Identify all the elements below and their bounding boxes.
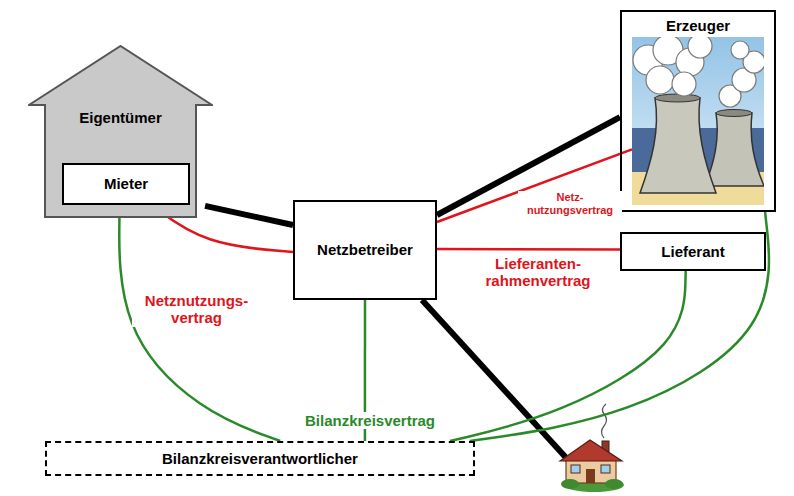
- grid-operator-box: Netzbetreiber: [293, 200, 437, 300]
- cooling-tower: [705, 113, 764, 186]
- node-text: Bilanzkreisverantwortlicher: [162, 450, 358, 468]
- house-shape: [29, 46, 212, 217]
- node-text: Lieferant: [661, 243, 724, 261]
- node-text: Erzeuger: [666, 17, 730, 35]
- node-text: Netzbetreiber: [317, 241, 413, 259]
- balance-line: [470, 212, 769, 441]
- house-roof: [560, 440, 622, 461]
- producer-ground: [620, 10, 776, 212]
- supplier-box: Lieferant: [620, 232, 766, 271]
- tower-top: [716, 110, 752, 117]
- contract-label: Lieferanten- rahmenvertrag: [470, 255, 606, 290]
- power-plant-picture: [632, 37, 764, 205]
- tower-top: [655, 94, 700, 102]
- door: [586, 469, 595, 483]
- contract-label: Bilanzkreisvertrag: [302, 412, 438, 429]
- balance-line: [119, 205, 280, 441]
- steam-cloud: [633, 37, 764, 107]
- node-text: Eigentümer: [79, 109, 162, 127]
- contract-line: [437, 248, 620, 251]
- balance-responsible-box: Bilanzkreisverantwortlicher: [45, 441, 475, 476]
- node-text: Mieter: [104, 175, 148, 193]
- contract-label: Netznutzungs- vertrag: [132, 292, 261, 327]
- bush: [561, 479, 579, 489]
- bush: [605, 479, 623, 489]
- producer-box: Erzeuger: [620, 10, 776, 212]
- cooling-tower: [640, 98, 716, 193]
- owner-house: Mieter Eigentümer: [28, 45, 213, 218]
- house-wall: [566, 458, 616, 483]
- balance-line: [450, 271, 686, 441]
- contract-line: [437, 149, 632, 222]
- contract-label: Netz- nutzungsvertrag: [518, 191, 622, 216]
- chimney-smoke: [602, 404, 607, 438]
- tenant-box: Mieter: [62, 163, 190, 205]
- window: [571, 465, 580, 473]
- window: [601, 465, 610, 473]
- sky: [632, 37, 764, 205]
- grid-connection: [205, 206, 293, 225]
